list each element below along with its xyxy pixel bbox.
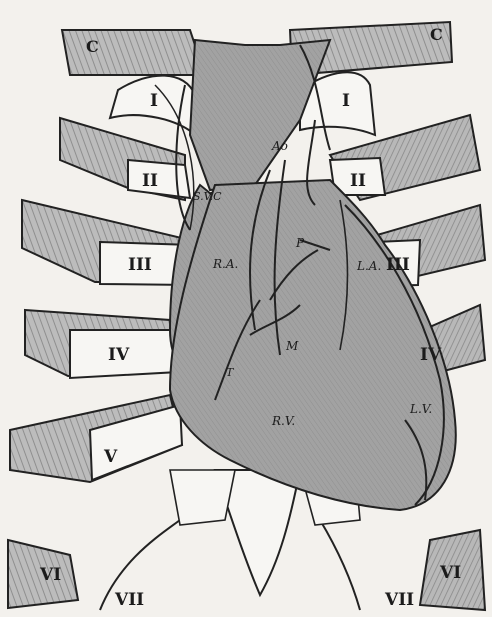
costal-left (170, 470, 235, 525)
label-rib-1-left: I (150, 91, 158, 111)
label-rib-1-right: I (342, 91, 350, 111)
label-aorta: Ao (271, 139, 288, 153)
label-rib-2-right: II (350, 171, 366, 191)
label-rib-5-left: V (103, 447, 118, 467)
label-rib-4-right: IV (420, 345, 442, 365)
clavicle-left (62, 30, 205, 75)
label-rib-6-left: VI (39, 565, 61, 585)
label-clavicle-right: C (430, 25, 443, 44)
label-left-ventricle: L.V. (409, 402, 432, 416)
label-rib-7-right: VII (384, 590, 414, 610)
label-clavicle-left: C (86, 37, 99, 56)
label-right-atrium: R.A. (212, 257, 238, 271)
label-rib-3-right: III (386, 255, 410, 275)
label-pulmonary: P (295, 236, 305, 250)
label-rib-2-left: II (142, 171, 158, 191)
label-rib-4-left: IV (108, 345, 130, 365)
label-mitral: M (285, 339, 299, 353)
label-rib-3-left: III (128, 255, 152, 275)
label-right-ventricle: R.V. (271, 414, 295, 428)
label-svc: S.V.C (193, 190, 222, 203)
label-rib-7-left: VII (114, 590, 144, 610)
label-left-atrium: L.A. (356, 259, 381, 273)
label-rib-6-right: VI (439, 563, 461, 583)
